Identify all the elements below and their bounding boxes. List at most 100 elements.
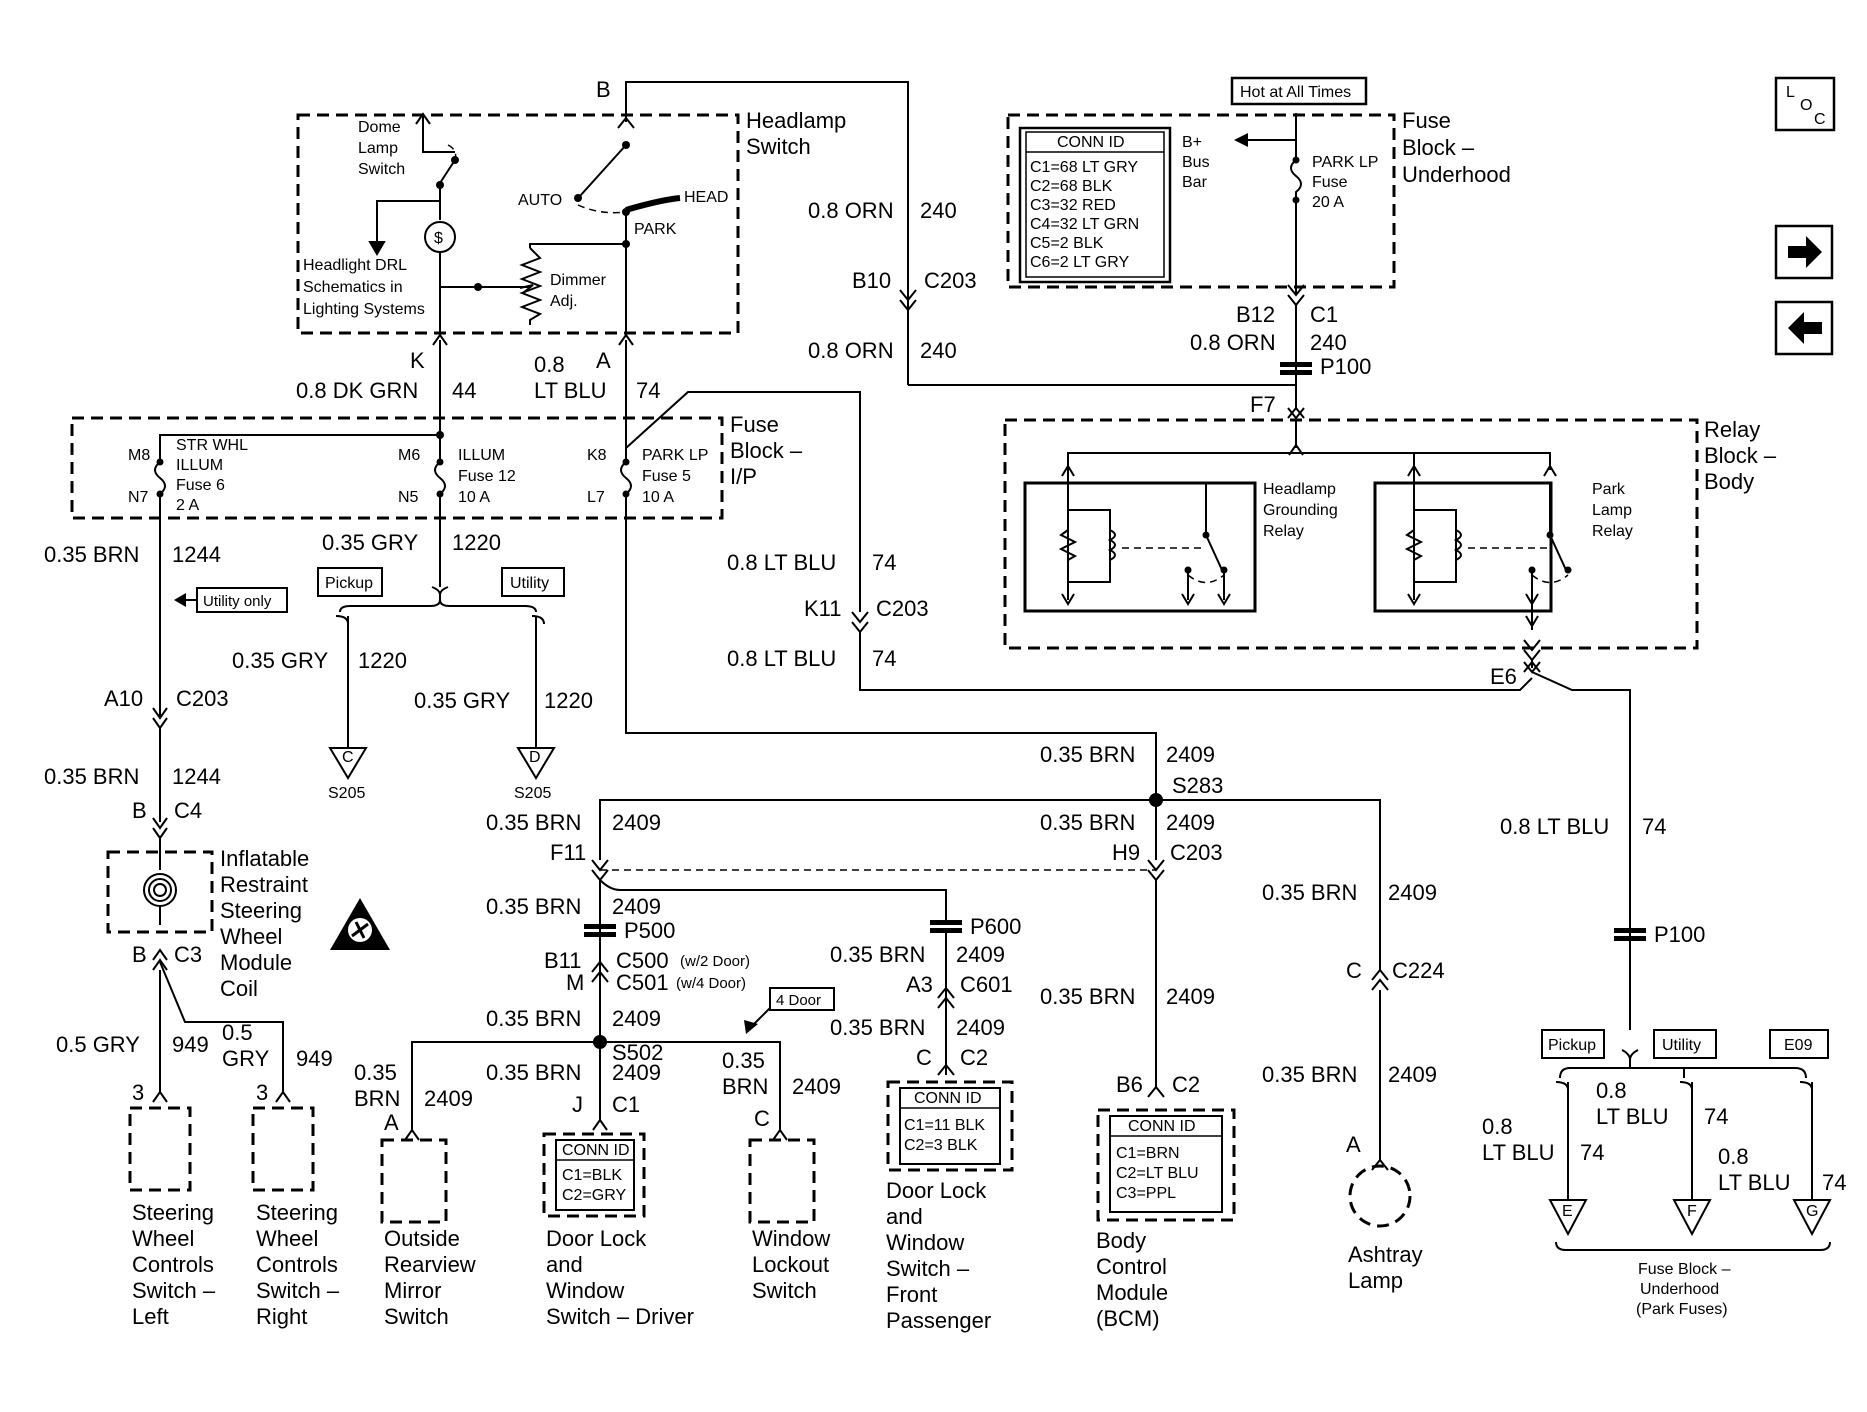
door-driver-label-3: Window bbox=[546, 1278, 624, 1303]
loc-c: C bbox=[1814, 111, 1826, 128]
utility-only-label: Utility only bbox=[203, 593, 272, 610]
fuse-block-uh-title-1: Fuse bbox=[1402, 108, 1451, 133]
str-whl-fuse-4: 2 A bbox=[176, 497, 199, 514]
dome-lamp-label-2: Lamp bbox=[358, 140, 398, 157]
bcm-label-3: Module bbox=[1096, 1280, 1168, 1305]
w2409-s502-top-circuit: 2409 bbox=[612, 1006, 661, 1031]
loc-l: L bbox=[1786, 84, 1795, 101]
pin-3-left: 3 bbox=[132, 1080, 144, 1105]
c500-note: (w/2 Door) bbox=[680, 953, 750, 970]
pin-l7: L7 bbox=[587, 489, 605, 506]
w74-e-size-1: 0.8 bbox=[1482, 1114, 1513, 1139]
fuse-block-ip: Fuse Block – I/P M8 N7 STR WHL ILLUM Fus… bbox=[70, 391, 1157, 800]
s205-c-label: S205 bbox=[328, 785, 365, 802]
p100-top-label: P100 bbox=[1320, 354, 1371, 379]
lockout-label-2: Lockout bbox=[752, 1252, 829, 1277]
park-fuses-label-2: Underhood bbox=[1640, 1281, 1719, 1298]
forward-arrow-button[interactable] bbox=[1774, 224, 1834, 280]
w240-fuse-size: 0.8 ORN bbox=[1190, 330, 1276, 355]
mirror-pin-a: A bbox=[384, 1110, 399, 1135]
swc-right-label-3: Controls bbox=[256, 1252, 338, 1277]
park-relay-label-2: Lamp bbox=[1592, 502, 1632, 519]
w1220-top-size: 0.35 GRY bbox=[322, 530, 419, 555]
w240-mid-size: 0.8 ORN bbox=[808, 338, 894, 363]
f-letter: F bbox=[1687, 1203, 1697, 1220]
e6-label: E6 bbox=[1490, 664, 1517, 689]
w2409-ashtray-circuit: 2409 bbox=[1388, 1062, 1437, 1087]
bcm-conn-id-title: CONN ID bbox=[1128, 1118, 1196, 1135]
w1220-d-size: 0.35 GRY bbox=[414, 688, 511, 713]
illum-fuse-1: ILLUM bbox=[458, 447, 505, 464]
w2409-ashtray-size: 0.35 BRN bbox=[1262, 1062, 1357, 1087]
bcm-label-4: (BCM) bbox=[1096, 1306, 1160, 1331]
body-control-module: CONN ID C1=BRN C2=LT BLU C3=PPL Body Con… bbox=[1096, 1108, 1236, 1331]
f7-label: F7 bbox=[1250, 392, 1276, 417]
w949-right-size-1: 0.5 bbox=[222, 1020, 253, 1045]
left-arrow-icon bbox=[1788, 312, 1822, 344]
airbag-label-5: Module bbox=[220, 950, 292, 975]
mirror-label-2: Rearview bbox=[384, 1252, 476, 1277]
door-pass-label-6: Passenger bbox=[886, 1308, 991, 1333]
a3-pin: A3 bbox=[906, 972, 933, 997]
dimmer-label-1: Dimmer bbox=[550, 272, 607, 289]
e-letter: E bbox=[1562, 1203, 1573, 1220]
bcm-conn-row-3: C3=PPL bbox=[1116, 1185, 1176, 1202]
w1220-top-circuit: 1220 bbox=[452, 530, 501, 555]
circuit-74-k11: 0.8 LT BLU 74 K11 C203 0.8 LT BLU 74 bbox=[727, 550, 1533, 691]
fuse-block-underhood: Hot at All Times Fuse Block – Underhood … bbox=[1006, 76, 1511, 420]
w74-k11-top-circuit: 74 bbox=[872, 550, 896, 575]
w2409-mirror-size-2: BRN bbox=[354, 1086, 400, 1111]
f11-pin: F11 bbox=[550, 840, 586, 865]
w2409-f11-circuit: 2409 bbox=[612, 810, 661, 835]
g-letter: G bbox=[1806, 1203, 1818, 1220]
relay-block-title-1: Relay bbox=[1704, 417, 1760, 442]
s502-label: S502 bbox=[612, 1040, 663, 1065]
pass-conn-row-1: C1=11 BLK bbox=[904, 1117, 985, 1134]
h9-conn: C203 bbox=[1170, 840, 1223, 865]
back-arrow-button[interactable] bbox=[1774, 300, 1834, 356]
park-lp-fuse-label-2: Fuse bbox=[1312, 174, 1348, 191]
a-wire-size-2: LT BLU bbox=[534, 378, 607, 403]
w74-k11-bot-size: 0.8 LT BLU bbox=[727, 646, 836, 671]
airbag-label-3: Steering bbox=[220, 898, 302, 923]
bus-bar-label-1: B+ bbox=[1182, 134, 1202, 151]
pass-conn-id-title: CONN ID bbox=[914, 1090, 982, 1107]
uh-conn-row-4: C4=32 LT GRN bbox=[1030, 216, 1139, 233]
door-pass-label-3: Window bbox=[886, 1230, 964, 1255]
grounding-relay-label-1: Headlamp bbox=[1263, 481, 1336, 498]
door-lock-passenger: CONN ID C1=11 BLK C2=3 BLK Door Lock and… bbox=[886, 1080, 1014, 1333]
w240-mid-circuit: 240 bbox=[920, 338, 957, 363]
loc-icon[interactable]: L O C bbox=[1774, 76, 1836, 132]
airbag-warning-icon bbox=[330, 898, 390, 950]
bus-bar-label-2: Bus bbox=[1182, 154, 1210, 171]
w2409-p600-circuit: 2409 bbox=[956, 942, 1005, 967]
k-wire-size: 0.8 DK GRN bbox=[296, 378, 418, 403]
pin-b-label: B bbox=[596, 77, 611, 102]
pin-m8: M8 bbox=[128, 447, 150, 464]
k11-pin: K11 bbox=[804, 596, 842, 621]
loc-o: O bbox=[1800, 97, 1812, 114]
swc-right-label-1: Steering bbox=[256, 1200, 338, 1225]
four-door-label: 4 Door bbox=[776, 992, 821, 1009]
park-lp-ip-fuse-3: 10 A bbox=[642, 489, 674, 506]
lamp-icon bbox=[1348, 1164, 1412, 1228]
swc-left-label-4: Switch – bbox=[132, 1278, 216, 1303]
b-c4-pin: B bbox=[132, 798, 147, 823]
swc-left-label-1: Steering bbox=[132, 1200, 214, 1225]
w2409-bcm-size: 0.35 BRN bbox=[1040, 984, 1135, 1009]
pin-a-label: A bbox=[596, 348, 611, 373]
b-c3-conn: C3 bbox=[174, 942, 202, 967]
w74-right-size: 0.8 LT BLU bbox=[1500, 814, 1609, 839]
a-wire-circuit: 74 bbox=[636, 378, 660, 403]
a3-conn: C601 bbox=[960, 972, 1013, 997]
b6-pin: B6 bbox=[1116, 1072, 1143, 1097]
w2409-lockout-size-2: BRN bbox=[722, 1074, 768, 1099]
dome-lamp-label-1: Dome bbox=[358, 119, 401, 136]
pickup-label: Pickup bbox=[325, 575, 373, 592]
w2409-lockout-size-1: 0.35 bbox=[722, 1048, 765, 1073]
w74-g-size-1: 0.8 bbox=[1718, 1144, 1749, 1169]
lockout-label-1: Window bbox=[752, 1226, 830, 1251]
c2-pin: C bbox=[916, 1045, 932, 1070]
dome-lamp-label-3: Switch bbox=[358, 161, 405, 178]
